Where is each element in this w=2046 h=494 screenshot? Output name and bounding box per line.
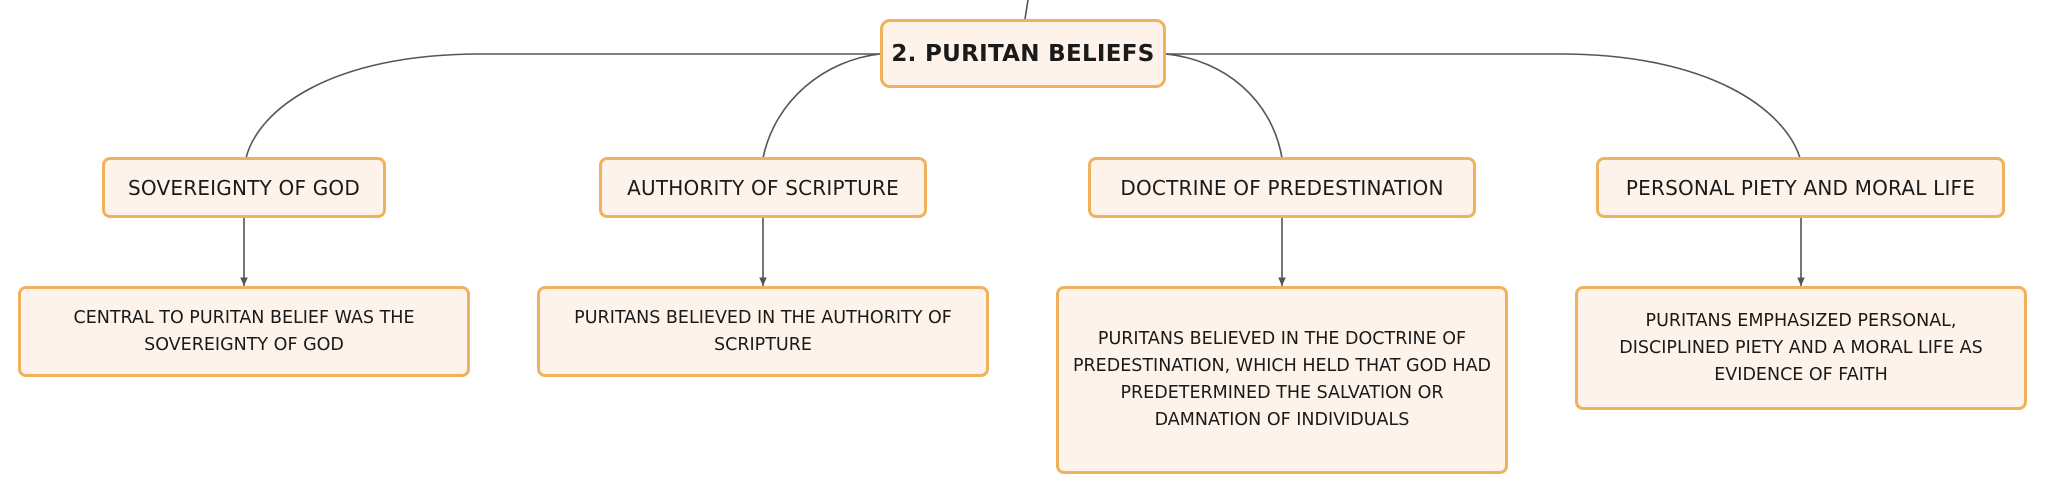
root-label: 2. PURITAN BELIEFS <box>891 40 1155 67</box>
detail-text: PURITANS BELIEVED IN THE AUTHORITY OF SC… <box>574 307 952 355</box>
topic-label: DOCTRINE OF PREDESTINATION <box>1120 175 1444 200</box>
detail-node-piety[interactable]: PURITANS EMPHASIZED PERSONAL, DISCIPLINE… <box>1575 286 2027 410</box>
detail-text: PURITANS BELIEVED IN THE DOCTRINE OF PRE… <box>1072 329 1492 430</box>
detail-text: CENTRAL TO PURITAN BELIEF WAS THE SOVERE… <box>73 307 415 355</box>
topic-node-piety[interactable]: PERSONAL PIETY AND MORAL LIFE <box>1596 157 2005 218</box>
connector-parent-to-root <box>1024 0 1029 20</box>
connector-root-to-predestination <box>1165 53 1283 159</box>
topic-node-scripture[interactable]: AUTHORITY OF SCRIPTURE <box>599 157 927 218</box>
detail-text: PURITANS EMPHASIZED PERSONAL, DISCIPLINE… <box>1619 310 1983 385</box>
detail-node-scripture[interactable]: PURITANS BELIEVED IN THE AUTHORITY OF SC… <box>537 286 989 377</box>
connector-root-to-sovereignty <box>245 53 880 159</box>
topic-node-sovereignty[interactable]: SOVEREIGNTY OF GOD <box>102 157 386 218</box>
topic-label: PERSONAL PIETY AND MORAL LIFE <box>1625 175 1976 200</box>
root-node[interactable]: 2. PURITAN BELIEFS <box>880 19 1166 88</box>
topic-label: SOVEREIGNTY OF GOD <box>128 175 360 200</box>
connector-root-to-piety <box>1166 53 1801 159</box>
connector-root-to-scripture <box>762 53 881 159</box>
topic-node-predestination[interactable]: DOCTRINE OF PREDESTINATION <box>1088 157 1476 218</box>
detail-node-sovereignty[interactable]: CENTRAL TO PURITAN BELIEF WAS THE SOVERE… <box>18 286 470 377</box>
topic-label: AUTHORITY OF SCRIPTURE <box>627 175 899 200</box>
detail-node-predestination[interactable]: PURITANS BELIEVED IN THE DOCTRINE OF PRE… <box>1056 286 1508 474</box>
